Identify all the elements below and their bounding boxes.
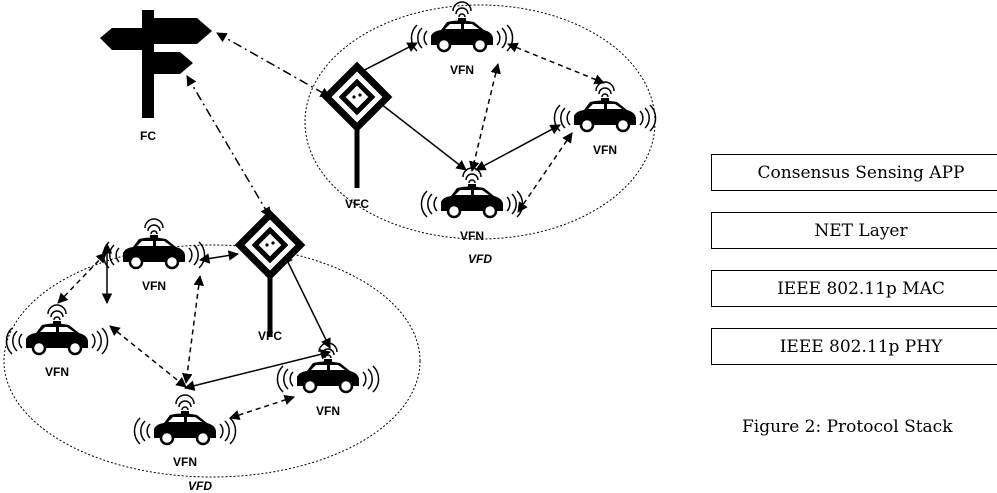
links-bottom-domain bbox=[57, 242, 332, 421]
link-fc-vfc-top bbox=[216, 32, 331, 98]
vfc-tower-icon bbox=[234, 209, 306, 336]
vehicle-icon bbox=[276, 341, 380, 394]
vfn-label: VFN bbox=[142, 279, 166, 293]
vehicle-icon bbox=[5, 303, 109, 356]
vfn-label: VFN bbox=[593, 143, 617, 157]
vfn-label: VFN bbox=[450, 63, 474, 77]
vfn-label: VFN bbox=[460, 229, 484, 243]
vfn-label: VFN bbox=[45, 365, 69, 379]
vfn-label: VFN bbox=[316, 404, 340, 418]
vehicle-icon bbox=[102, 217, 206, 270]
vfc-label-top: VFC bbox=[345, 197, 369, 211]
stack-layer-label: NET Layer bbox=[814, 220, 908, 241]
vehicle-icon bbox=[420, 166, 524, 219]
fc-signpost-icon bbox=[100, 10, 212, 118]
stack-layer-label: Consensus Sensing APP bbox=[757, 162, 965, 183]
stack-layer-label: IEEE 802.11p MAC bbox=[777, 278, 945, 299]
vehicle-icon bbox=[410, 0, 514, 53]
vehicle-icon bbox=[553, 80, 657, 133]
stack-layer-net: NET Layer bbox=[711, 212, 997, 249]
figure-caption: Figure 2: Protocol Stack bbox=[742, 417, 953, 437]
vehicle-icon bbox=[133, 393, 237, 446]
link-fc-vfc-bottom bbox=[186, 75, 271, 218]
fc-label: FC bbox=[140, 129, 156, 143]
stack-layer-app: Consensus Sensing APP bbox=[711, 154, 997, 191]
vfc-label-bottom: VFC bbox=[258, 329, 282, 343]
vfn-label: VFN bbox=[173, 455, 197, 469]
vfc-tower-icon bbox=[321, 61, 393, 188]
vfd-label-bottom: VFD bbox=[188, 479, 212, 493]
stack-layer-phy: IEEE 802.11p PHY bbox=[711, 328, 997, 365]
vfd-label-top: VFD bbox=[468, 252, 492, 266]
stack-layer-label: IEEE 802.11p PHY bbox=[779, 336, 943, 357]
stack-layer-mac: IEEE 802.11p MAC bbox=[711, 270, 997, 307]
vfd-ellipse-bottom bbox=[3, 244, 421, 478]
